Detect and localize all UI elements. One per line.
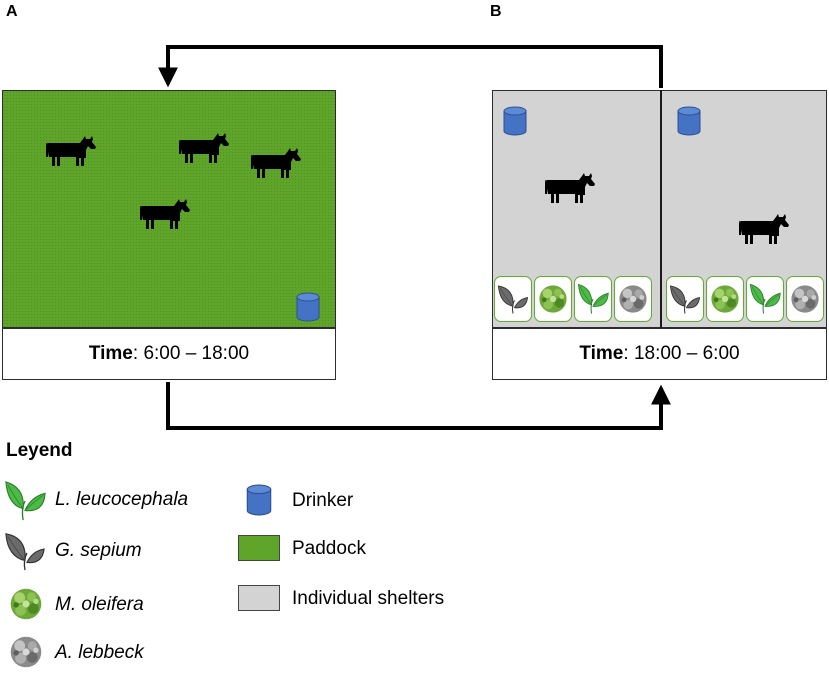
time-label: Time xyxy=(88,343,133,364)
moringa-shrub-icon xyxy=(537,283,569,315)
moringa-shrub-icon xyxy=(8,586,44,622)
feed-tile-leucaena xyxy=(746,276,784,322)
moringa-shrub-icon xyxy=(709,283,741,315)
cow-icon xyxy=(46,133,96,167)
gliricidia-leaf-icon xyxy=(497,283,529,315)
cow-icon xyxy=(251,145,301,179)
legend-item-paddock: Paddock xyxy=(292,538,366,559)
albizia-shrub-icon xyxy=(617,283,649,315)
albizia-shrub-icon xyxy=(8,634,44,670)
drinker-icon xyxy=(296,292,320,322)
feed-tile-moringa xyxy=(706,276,744,322)
legend-item-shelters: Individual shelters xyxy=(292,588,445,609)
drinker-icon xyxy=(677,106,701,136)
feed-tile-albizia xyxy=(614,276,652,322)
cow-icon xyxy=(545,170,595,204)
paddock-swatch xyxy=(238,535,280,561)
feed-tile-albizia xyxy=(786,276,824,322)
shelter-swatch xyxy=(238,585,280,611)
time-label: Time xyxy=(579,343,624,364)
panel-a-label: A xyxy=(6,3,18,20)
feed-tile-gliricidia xyxy=(494,276,532,322)
legend-item-moringa: M. oleifera xyxy=(55,594,144,615)
time-value: : 6:00 – 18:00 xyxy=(132,343,250,364)
gliricidia-leaf-icon xyxy=(4,530,46,572)
cow-icon xyxy=(179,130,229,164)
flow-arrows xyxy=(158,45,671,430)
legend-item-drinker: Drinker xyxy=(292,490,354,511)
feed-tile-leucaena xyxy=(574,276,612,322)
arrow-shelter-to-paddock xyxy=(158,45,663,88)
legend-item-albizia: A. lebbeck xyxy=(55,642,144,663)
arrow-paddock-to-shelter xyxy=(166,382,671,430)
feed-tile-gliricidia xyxy=(666,276,704,322)
panel-b-label: B xyxy=(490,3,502,20)
albizia-shrub-icon xyxy=(789,283,821,315)
drinker-icon xyxy=(503,106,527,136)
cow-icon xyxy=(739,211,789,245)
feed-tile-moringa xyxy=(534,276,572,322)
time-value: : 18:00 – 6:00 xyxy=(623,343,740,364)
shelter-divider xyxy=(660,90,662,328)
gliricidia-leaf-icon xyxy=(669,283,701,315)
time-box-b: Time: 18:00 – 6:00 xyxy=(492,328,827,380)
legend-item-leucaena: L. leucocephala xyxy=(55,489,189,510)
cow-icon xyxy=(140,196,190,230)
time-box-a: Time: 6:00 – 18:00 xyxy=(2,328,336,380)
drinker-icon xyxy=(246,484,272,516)
leucaena-leaf-icon xyxy=(577,283,609,315)
legend-item-gliricidia: G. sepium xyxy=(55,540,142,561)
leucaena-leaf-icon xyxy=(4,480,46,522)
legend-title: Leyend xyxy=(6,440,73,461)
leucaena-leaf-icon xyxy=(749,283,781,315)
